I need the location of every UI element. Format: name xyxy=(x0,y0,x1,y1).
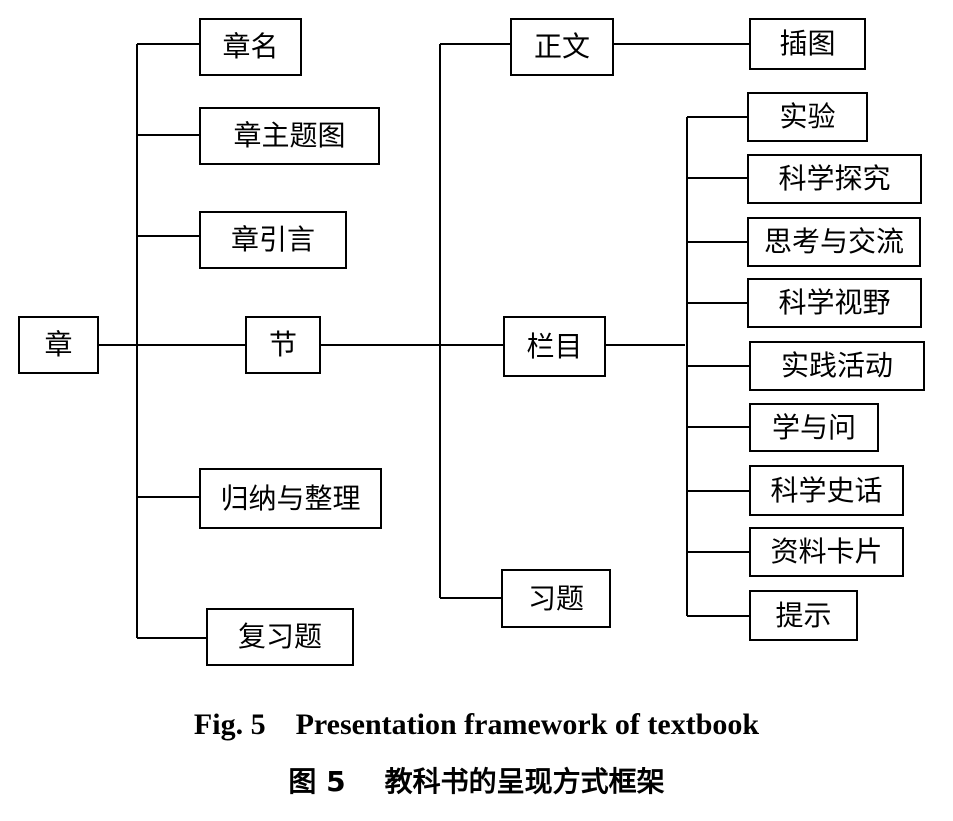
node-summary: 归纳与整理 xyxy=(199,468,382,529)
node-science-vision: 科学视野 xyxy=(747,278,922,328)
node-data-card: 资料卡片 xyxy=(749,527,904,577)
node-chapter-intro: 章引言 xyxy=(199,211,347,269)
caption-chinese: 图 5 教科书的呈现方式框架 xyxy=(288,765,665,798)
node-experiment: 实验 xyxy=(747,92,868,142)
node-chapter-name: 章名 xyxy=(199,18,302,76)
node-exercises: 习题 xyxy=(501,569,611,628)
node-learn-ask: 学与问 xyxy=(749,403,879,452)
node-practice: 实践活动 xyxy=(749,341,925,391)
node-hint: 提示 xyxy=(749,590,858,641)
node-chapter: 章 xyxy=(18,316,99,374)
node-science-history: 科学史话 xyxy=(749,465,904,516)
node-think-exchange: 思考与交流 xyxy=(747,217,921,267)
node-science-inquiry: 科学探究 xyxy=(747,154,922,204)
caption-english: Fig. 5 Presentation framework of textboo… xyxy=(193,708,760,741)
node-illustration: 插图 xyxy=(749,18,866,70)
node-review: 复习题 xyxy=(206,608,354,666)
framework-diagram: 章 章名 章主题图 章引言 归纳与整理 复习题 节 正文 栏目 习题 插图 实验… xyxy=(18,18,925,666)
node-main-text: 正文 xyxy=(510,18,614,76)
node-column: 栏目 xyxy=(503,316,606,377)
node-chapter-theme-image: 章主题图 xyxy=(199,107,380,165)
node-section: 节 xyxy=(245,316,321,374)
